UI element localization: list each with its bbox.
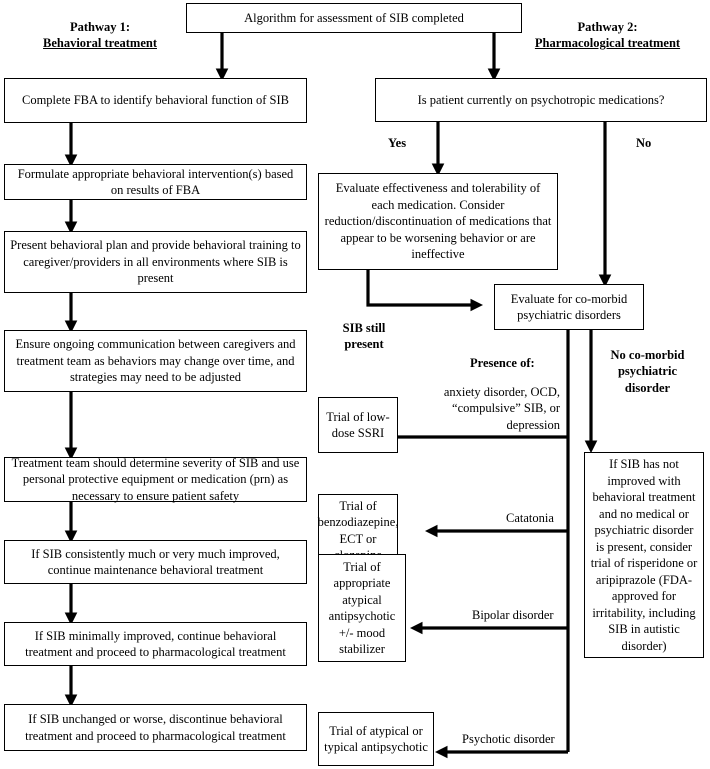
condition-catatonia-label: Catatonia — [506, 511, 554, 525]
trial-ssri-text: Trial of low-dose SSRI — [326, 409, 390, 441]
trial-bipolar-text: Trial of appropriate atypical antipsycho… — [328, 559, 396, 657]
p1-step-5-text: Treatment team should determine severity… — [11, 455, 300, 503]
p1-step-4-text: Ensure ongoing communication between car… — [15, 337, 296, 385]
comorbid-text: Evaluate for co-morbid psychiatric disor… — [510, 291, 628, 323]
pathway1-title: Pathway 1: — [69, 20, 131, 34]
pathway2-heading: Pathway 2: Pharmacological treatment — [525, 19, 690, 52]
sib-still-label: SIB still present — [342, 321, 386, 352]
condition-anxiety-label: anxiety disorder, OCD, “compulsive” SIB,… — [443, 385, 560, 432]
p1-step-6: If SIB consistently much or very much im… — [4, 540, 307, 584]
condition-bipolar-label: Bipolar disorder — [472, 608, 554, 622]
presence-of-label: Presence of: — [470, 356, 535, 370]
p1-step-5: Treatment team should determine severity… — [4, 455, 307, 503]
yes-label: Yes — [388, 136, 407, 150]
p1-step-6-text: If SIB consistently much or very much im… — [31, 546, 280, 578]
p1-step-7: If SIB minimally improved, continue beha… — [4, 622, 307, 666]
no-comorbid-box: If SIB has not improved with behavioral … — [584, 452, 704, 658]
question-text: Is patient currently on psychotropic med… — [417, 92, 665, 107]
trial-ssri-box: Trial of low-dose SSRI — [318, 397, 398, 453]
trial-psychotic-text: Trial of atypical or typical antipsychot… — [324, 723, 428, 755]
p1-step-3: Present behavioral plan and provide beha… — [4, 231, 307, 293]
start-box: Algorithm for assessment of SIB complete… — [186, 3, 522, 33]
p1-step-8: If SIB unchanged or worse, discontinue b… — [4, 704, 307, 751]
pathway2-title: Pathway 2: — [577, 20, 638, 34]
question-box: Is patient currently on psychotropic med… — [375, 78, 707, 122]
pathway1-heading: Pathway 1: Behavioral treatment — [20, 19, 180, 52]
p1-step-1: Complete FBA to identify behavioral func… — [4, 78, 307, 123]
p1-step-7-text: If SIB minimally improved, continue beha… — [25, 628, 286, 660]
no-label: No — [636, 136, 652, 150]
trial-bipolar-box: Trial of appropriate atypical antipsycho… — [318, 554, 406, 662]
start-text: Algorithm for assessment of SIB complete… — [244, 10, 464, 25]
evaluate-meds-box: Evaluate effectiveness and tolerability … — [318, 173, 558, 270]
no-comorbid-box-text: If SIB has not improved with behavioral … — [590, 457, 698, 653]
p1-step-1-text: Complete FBA to identify behavioral func… — [22, 93, 289, 108]
pathway2-subtitle: Pharmacological treatment — [534, 36, 681, 51]
p1-step-4: Ensure ongoing communication between car… — [4, 330, 307, 392]
condition-psychotic-label: Psychotic disorder — [462, 732, 555, 746]
arrow-sib-still — [366, 270, 484, 312]
evaluate-meds-text: Evaluate effectiveness and tolerability … — [324, 181, 552, 262]
p1-step-3-text: Present behavioral plan and provide beha… — [10, 238, 301, 286]
no-comorbid-label: No co-morbid psychiatric disorder — [610, 348, 685, 395]
trial-psychotic-box: Trial of atypical or typical antipsychot… — [318, 712, 434, 766]
p1-step-8-text: If SIB unchanged or worse, discontinue b… — [25, 712, 286, 743]
comorbid-box: Evaluate for co-morbid psychiatric disor… — [494, 284, 644, 330]
p1-step-2: Formulate appropriate behavioral interve… — [4, 164, 307, 200]
pathway1-subtitle: Behavioral treatment — [43, 36, 157, 51]
p1-step-2-text: Formulate appropriate behavioral interve… — [17, 166, 294, 198]
